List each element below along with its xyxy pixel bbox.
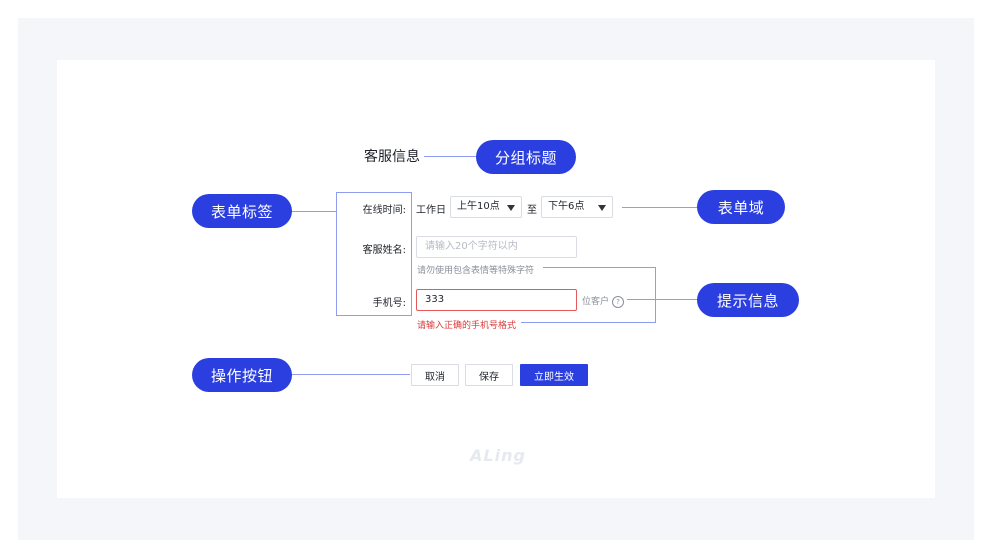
cancel-button[interactable]: 取消	[411, 364, 459, 386]
aling-logo: ALing	[470, 446, 526, 465]
end-time-value: 下午6点	[548, 201, 585, 212]
agent-name-hint: 请勿使用包含表情等特殊字符	[417, 266, 535, 276]
annotation-action-buttons: 操作按钮	[192, 358, 292, 392]
annotation-form-field: 表单域	[697, 190, 785, 224]
phone-suffix-text: 位客户	[582, 297, 610, 307]
content-card	[57, 60, 935, 498]
connector-hint-info	[627, 299, 699, 300]
save-button[interactable]: 保存	[465, 364, 513, 386]
connector-form-label	[290, 211, 336, 212]
connector-group-title	[424, 156, 478, 157]
start-time-value: 上午10点	[457, 201, 500, 212]
connector-hint-vertical	[655, 267, 656, 323]
phone-suffix: 位客户?	[582, 294, 625, 308]
chevron-down-icon	[507, 205, 515, 211]
time-separator: 至	[527, 205, 537, 216]
annotation-hint-info: 提示信息	[697, 283, 799, 317]
connector-action-buttons	[290, 374, 410, 375]
phone-error-message: 请输入正确的手机号格式	[417, 321, 517, 331]
section-title: 客服信息	[364, 149, 420, 165]
agent-name-input[interactable]: 请输入20个字符以内	[416, 236, 577, 258]
annotation-form-label: 表单标签	[192, 194, 292, 228]
chevron-down-icon	[598, 205, 606, 211]
end-time-select[interactable]: 下午6点	[541, 196, 613, 218]
annotation-group-title: 分组标题	[476, 140, 576, 174]
help-circle-icon[interactable]: ?	[612, 295, 625, 308]
activate-now-button[interactable]: 立即生效	[520, 364, 588, 386]
label-bracket-box	[336, 192, 412, 316]
connector-hint-top	[543, 267, 655, 268]
phone-input[interactable]: 333	[416, 289, 577, 311]
label-phone: 手机号:	[372, 298, 406, 309]
label-agent-name: 客服姓名:	[362, 245, 406, 256]
connector-form-field	[622, 207, 698, 208]
start-time-select[interactable]: 上午10点	[450, 196, 522, 218]
connector-hint-bottom	[521, 322, 655, 323]
online-time-prefix: 工作日	[416, 205, 446, 216]
label-online-time: 在线时间:	[362, 205, 406, 216]
